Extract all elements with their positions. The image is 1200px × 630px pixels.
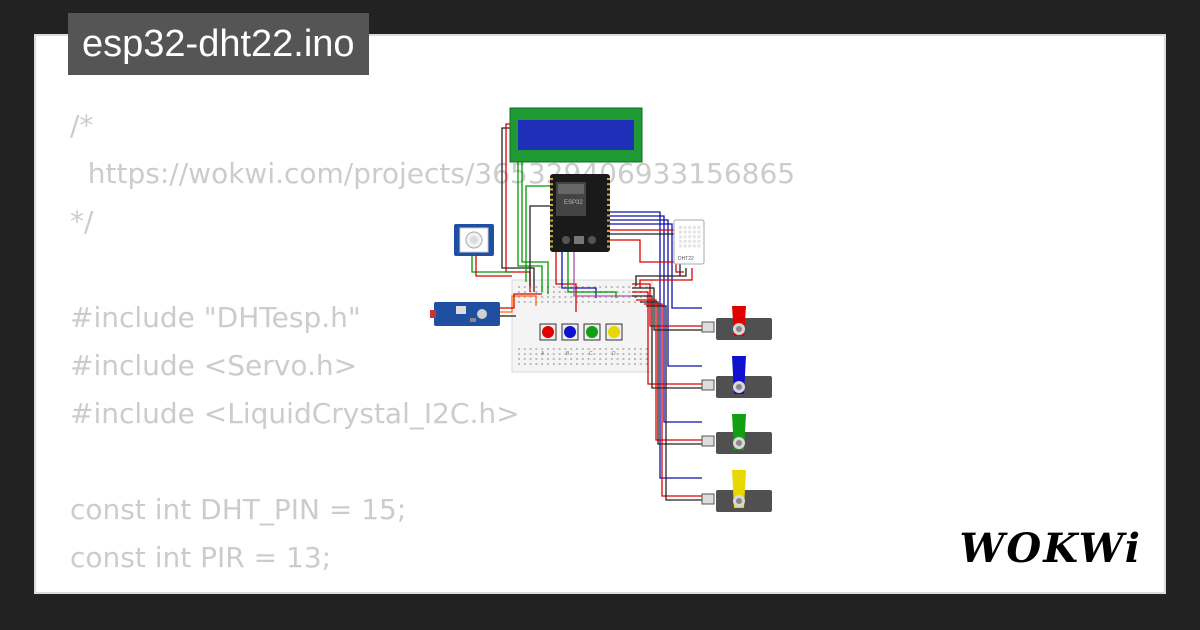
wire	[500, 293, 542, 309]
wire	[610, 215, 702, 423]
esp32-label: ESP32	[564, 200, 583, 206]
ldr-module-icon	[430, 302, 500, 326]
breadboard: A B C D	[511, 279, 653, 373]
wire	[610, 211, 702, 479]
wire	[610, 239, 676, 263]
breadboard-label: A	[541, 351, 545, 357]
project-title: esp32-dht22.ino	[68, 13, 369, 75]
servo-motor-icon	[701, 306, 772, 340]
lcd-display-icon	[509, 107, 643, 163]
wire	[610, 229, 684, 273]
pir-sensor-icon	[454, 224, 494, 256]
wire	[573, 250, 637, 298]
wire	[567, 250, 617, 298]
wire	[529, 205, 550, 286]
wire	[632, 291, 702, 385]
wokwi-logo: WOKWi	[959, 525, 1142, 572]
dht22-sensor-icon: DHT22	[673, 219, 705, 265]
wire	[644, 303, 702, 497]
wire	[501, 127, 535, 292]
wire	[646, 305, 702, 501]
wire	[555, 250, 577, 312]
wire	[640, 301, 702, 445]
wire	[639, 268, 693, 288]
code-line: const int LDR = 2;	[70, 582, 795, 592]
wire	[561, 250, 597, 298]
preview-card: /* https://wokwi.com/projects/3653294069…	[34, 34, 1166, 594]
code-line: const int PIR = 13;	[70, 541, 332, 574]
servo-motor-icon	[701, 414, 772, 454]
wire	[525, 185, 550, 282]
wire	[635, 268, 687, 286]
wire	[610, 219, 702, 367]
esp32-board-icon: ESP32	[550, 174, 610, 252]
push-button-icon	[561, 323, 579, 341]
wire	[500, 295, 537, 313]
dht-label: DHT22	[678, 256, 694, 262]
push-button-icon	[605, 323, 623, 341]
wire	[471, 256, 512, 273]
code-listing: /* https://wokwi.com/projects/3653294069…	[70, 102, 796, 592]
push-buttons	[539, 323, 623, 341]
circuit-diagram: A B C D	[430, 107, 772, 512]
wire	[632, 283, 702, 327]
push-button-icon	[539, 323, 557, 341]
code-line: const int DHT_PIN = 15;	[70, 493, 407, 526]
code-line: https://wokwi.com/projects/3653294069331…	[70, 157, 796, 190]
code-line: #include "DHTesp.h"	[70, 301, 361, 334]
code-line: /*	[70, 109, 94, 142]
push-button-icon	[583, 323, 601, 341]
breadboard-label: B	[566, 351, 570, 357]
servo-motor-icon	[701, 356, 772, 398]
breadboard-label: D	[612, 351, 616, 357]
code-line: */	[70, 205, 94, 238]
wires	[471, 123, 702, 501]
code-line: #include <LiquidCrystal_I2C.h>	[70, 397, 520, 430]
breadboard-labels: A B C D	[541, 351, 616, 357]
code-line: #include <Servo.h>	[70, 349, 358, 382]
wire	[610, 223, 702, 309]
wire	[632, 295, 702, 389]
breadboard-label: C	[589, 351, 593, 357]
wire	[632, 287, 702, 331]
wire	[636, 299, 702, 441]
servo-motor-icon	[701, 470, 772, 512]
wire	[475, 256, 512, 277]
